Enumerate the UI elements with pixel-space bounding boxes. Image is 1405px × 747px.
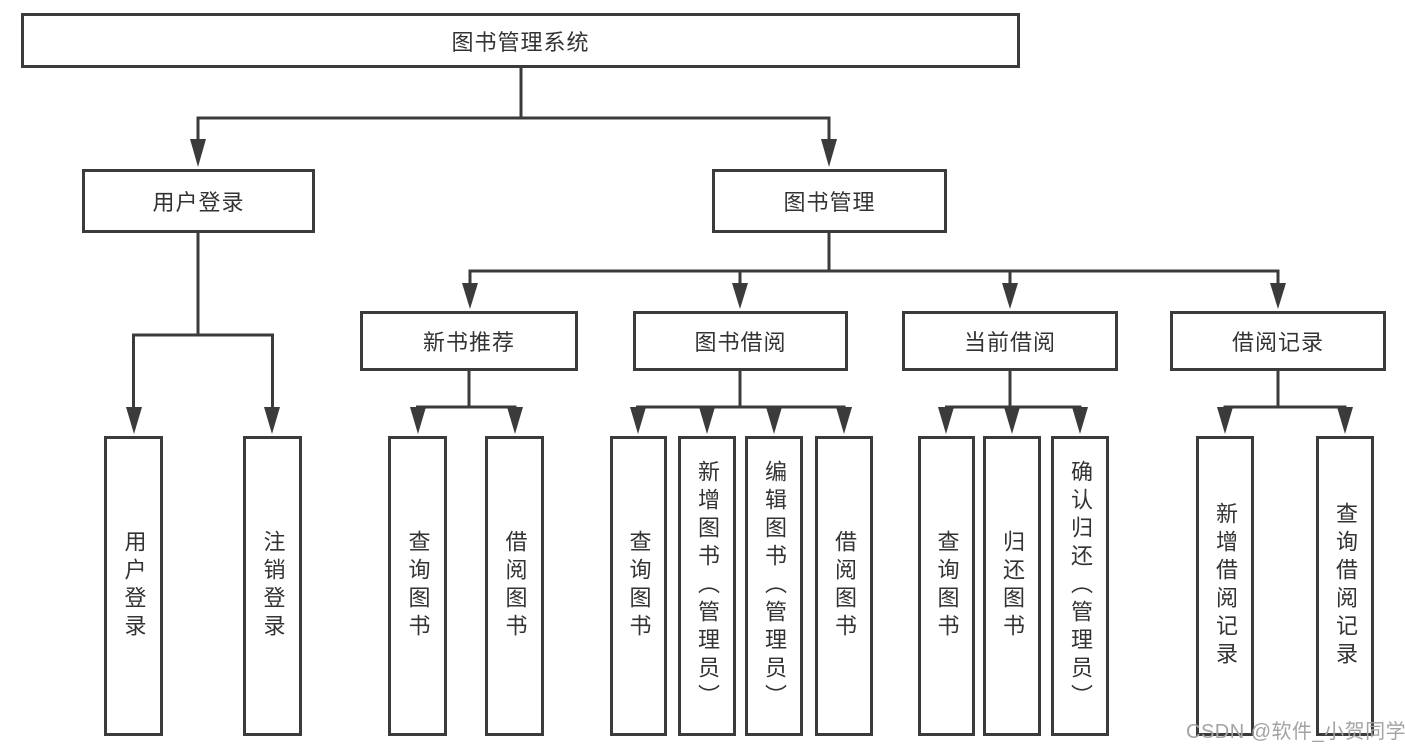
node-user-login: 用户登录 — [82, 169, 315, 233]
leaf-logout: 注销登录 — [243, 436, 302, 736]
node-root-label: 图书管理系统 — [451, 29, 590, 55]
csdn-watermark: CSDN @软件_小贺同学 — [1186, 721, 1405, 743]
leaf-confirm-return-admin: 确认归还（管理员） — [1051, 436, 1109, 736]
leaf-add-books-admin: 新增图书（管理员） — [678, 436, 736, 736]
leaf-borrow-books-bb: 借阅图书 — [815, 436, 873, 736]
leaf-add-books-admin-label: 新增图书（管理员） — [695, 460, 720, 712]
leaf-user-login-label: 用户登录 — [121, 530, 147, 642]
arrowheads — [126, 139, 1353, 434]
node-book-borrowing: 图书借阅 — [633, 311, 848, 371]
leaf-logout-label: 注销登录 — [260, 530, 286, 642]
leaf-borrow-books-bb-label: 借阅图书 — [832, 530, 857, 642]
leaf-query-borrow-record: 查询借阅记录 — [1316, 436, 1374, 736]
leaf-query-books-bb: 查询图书 — [610, 436, 667, 736]
node-current-borrowing-label: 当前借阅 — [963, 330, 1056, 355]
leaf-query-books-cb-label: 查询图书 — [934, 530, 960, 642]
node-borrowing-records-label: 借阅记录 — [1231, 330, 1324, 355]
leaf-edit-books-admin-label: 编辑图书（管理员） — [762, 460, 787, 712]
node-current-borrowing: 当前借阅 — [902, 311, 1118, 371]
leaf-borrow-books-rec-label: 借阅图书 — [502, 530, 528, 642]
leaf-return-books-label: 归还图书 — [1000, 530, 1025, 642]
leaf-confirm-return-admin-label: 确认归还（管理员） — [1068, 460, 1093, 712]
node-book-management-label: 图书管理 — [783, 190, 876, 215]
leaf-add-borrow-record-label: 新增借阅记录 — [1213, 502, 1238, 670]
leaf-query-borrow-record-label: 查询借阅记录 — [1333, 502, 1358, 670]
leaf-query-books-rec: 查询图书 — [388, 436, 447, 736]
node-new-book-recommend: 新书推荐 — [360, 311, 578, 371]
node-root: 图书管理系统 — [21, 13, 1020, 68]
node-borrowing-records: 借阅记录 — [1170, 311, 1386, 371]
leaf-query-books-bb-label: 查询图书 — [626, 530, 652, 642]
leaf-edit-books-admin: 编辑图书（管理员） — [745, 436, 803, 736]
leaf-query-books-cb: 查询图书 — [918, 436, 975, 736]
node-user-login-label: 用户登录 — [152, 190, 245, 215]
node-book-management: 图书管理 — [712, 169, 947, 233]
node-book-borrowing-label: 图书借阅 — [694, 330, 787, 355]
leaf-borrow-books-rec: 借阅图书 — [485, 436, 544, 736]
leaf-add-borrow-record: 新增借阅记录 — [1196, 436, 1254, 736]
node-new-book-recommend-label: 新书推荐 — [422, 330, 515, 355]
leaf-user-login: 用户登录 — [104, 436, 163, 736]
leaf-return-books: 归还图书 — [983, 436, 1041, 736]
leaf-query-books-rec-label: 查询图书 — [405, 530, 431, 642]
